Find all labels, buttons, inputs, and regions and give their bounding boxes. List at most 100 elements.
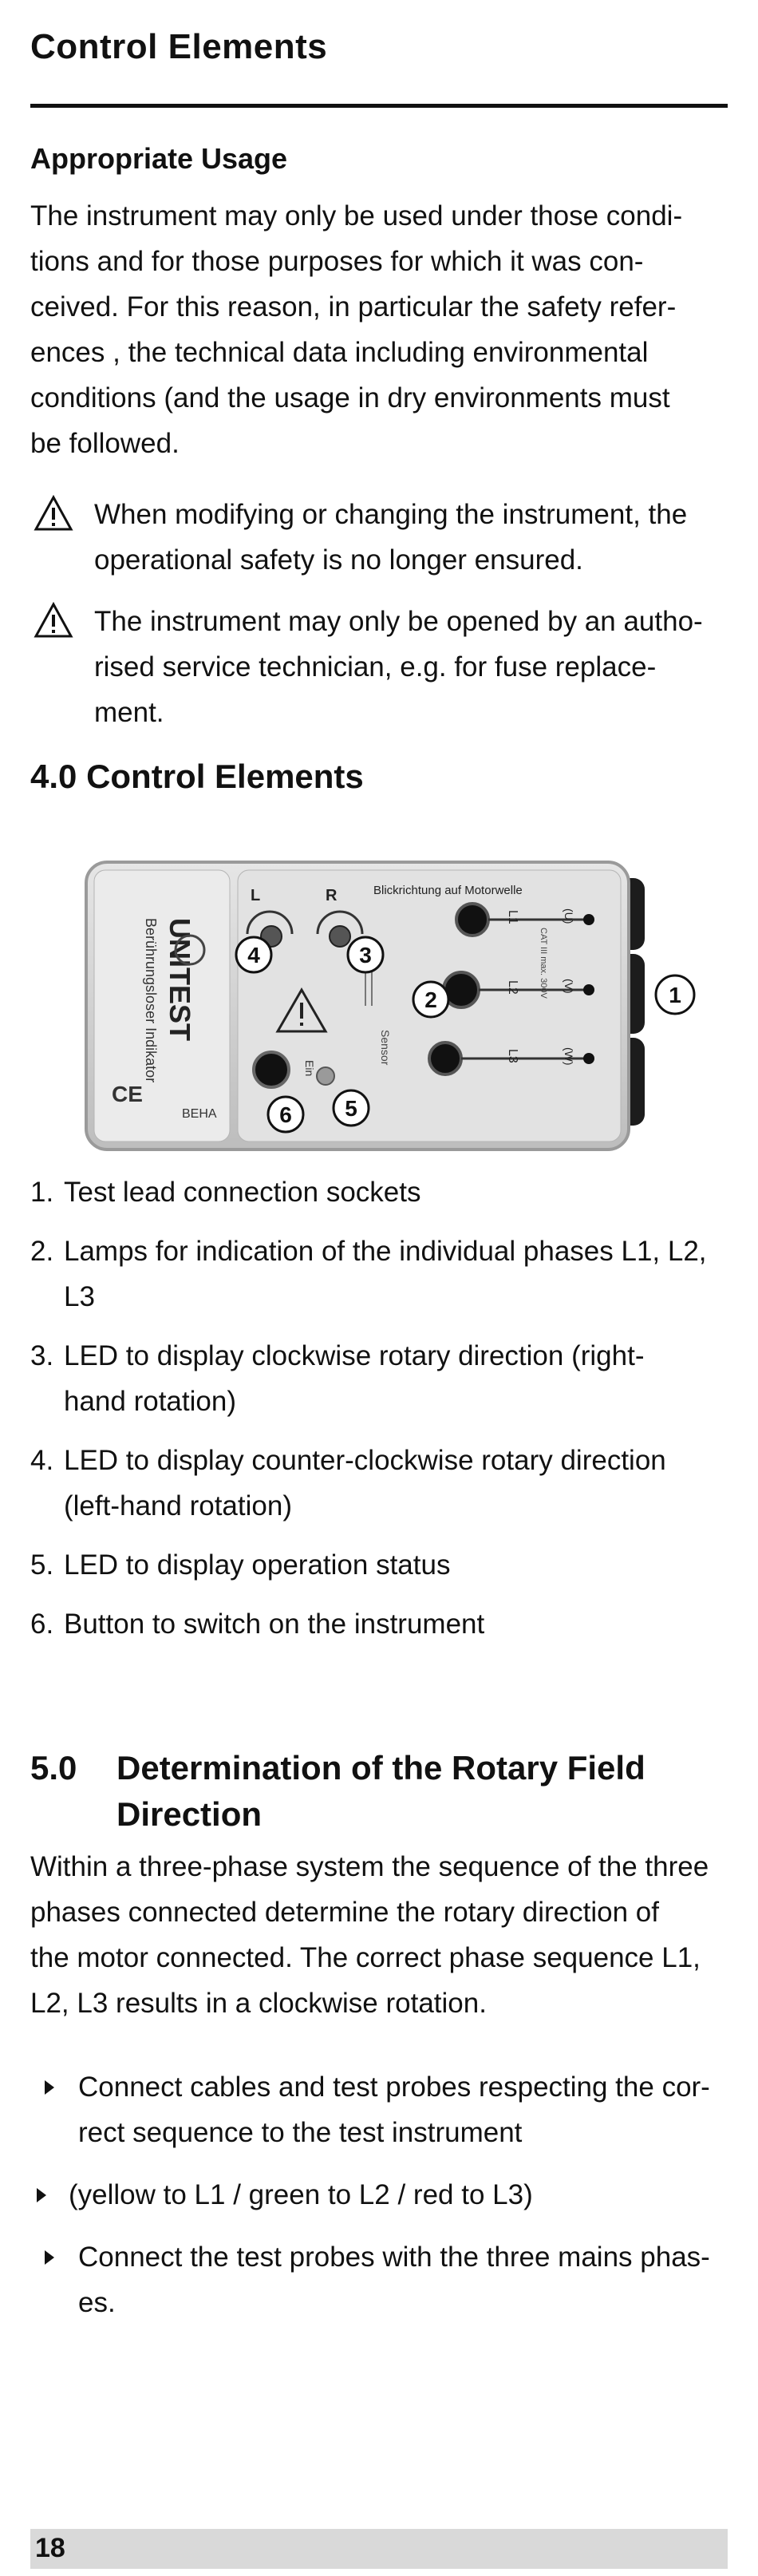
usage-line: be followed. [30,428,180,459]
bullet-item: Connect cables and test probes respectin… [30,2064,728,2155]
terminal-label-v: (V) [563,979,575,994]
direction-label: Blickrichtung auf Motorwelle [373,884,523,897]
sensor-label: Sensor [379,1030,392,1066]
section-5-heading-line1: Determination of the Rotary Field [116,1749,645,1787]
item-text: LED to display clockwise rotary directio… [64,1340,645,1371]
paragraph-line: Within a three-phase system the sequence… [30,1851,709,1882]
bullet-item: (yellow to L1 / green to L2 / red to L3) [30,2172,728,2218]
svg-text:3: 3 [359,943,372,967]
item-text: Button to switch on the instrument [64,1609,485,1640]
bullet-text: Connect the test probes with the three m… [78,2242,710,2273]
phase-label-l1: L1 [506,910,519,924]
rating-label: CAT III max. 300V [539,928,548,999]
phase-lamp-l3 [428,1041,463,1076]
paragraph-line: the motor connected. The correct phase s… [30,1942,701,1973]
bullet-arrow-icon [45,2080,54,2095]
item-number: 6. [30,1609,54,1640]
usage-line: conditions (and the usage in dry environ… [30,382,670,414]
bullet-item: Connect the test probes with the three m… [30,2234,728,2325]
warning-line: When modifying or changing the instrumen… [94,499,688,530]
item-number: 4. [30,1445,54,1476]
svg-text:4: 4 [247,943,260,967]
list-item: 1. Test lead connection sockets [30,1169,728,1215]
logo-icon [174,934,206,966]
led-cw [329,925,351,948]
terminal-label-w: (W) [563,1047,575,1066]
header-rule [30,104,728,108]
section-5-title: 5.0 Determination of the Rotary Field Dir… [30,1745,645,1838]
phase-lamp-l1 [455,902,490,937]
bullet-arrow-icon [37,2188,46,2202]
page-footer: 18 [30,2529,728,2569]
lamp-r-label: R [326,887,338,904]
bullet-text: rect sequence to the test instrument [78,2117,523,2148]
section-4-heading: Control Elements [86,758,364,795]
ce-mark: CE [112,1082,143,1106]
usage-line: tions and for those purposes for which i… [30,246,644,277]
callout-1: 1 [654,974,696,1015]
section-4-title: 4.0 Control Elements [30,754,364,800]
maker-label: BEHA [182,1107,217,1121]
item-number: 5. [30,1549,54,1581]
paragraph-line: phases connected determine the rotary di… [30,1897,659,1928]
callout-3: 3 [346,936,385,974]
item-text: LED to display operation status [64,1549,451,1581]
bullet-text: (yellow to L1 / green to L2 / red to L3) [69,2179,533,2210]
svg-text:5: 5 [345,1096,357,1121]
callout-4: 4 [235,936,273,974]
usage-line: ceived. For this reason, in particular t… [30,291,677,322]
item-text: Lamps for indication of the individual p… [64,1236,707,1267]
bullet-text: Connect cables and test probes respectin… [78,2071,710,2103]
model-label: Berührungsloser Indikator [143,918,159,1082]
section-5-heading-line2: Direction [116,1795,263,1833]
ccw-arrow-icon [246,910,294,935]
item-number: 1. [30,1177,54,1208]
usage-line: The instrument may only be used under th… [30,200,683,231]
section-5-number: 5.0 [30,1749,77,1787]
appropriate-usage-heading: Appropriate Usage [30,142,288,175]
warning-line: operational safety is no longer ensured. [94,544,583,576]
item-number: 3. [30,1340,54,1371]
list-item: 5. LED to display operation status [30,1542,728,1588]
item-text: hand rotation) [64,1386,236,1417]
terminal-label-u: (U) [563,908,575,924]
item-text: LED to display counter-clockwise rotary … [64,1445,666,1476]
list-item: 6. Button to switch on the instrument [30,1601,728,1647]
item-text: (left-hand rotation) [64,1490,292,1521]
item-text: L3 [64,1281,95,1312]
warning-line: ment. [94,697,164,728]
usage-paragraph: The instrument may only be used under th… [30,193,728,466]
control-elements-list: 1. Test lead connection sockets 2. Lamps f… [30,1169,728,1660]
warning-line: The instrument may only be opened by an … [94,606,703,637]
rotary-field-paragraph: Within a three-phase system the sequence… [30,1844,728,2026]
callout-6: 6 [266,1095,305,1134]
instrument-photo: UNITEST Berührungsloser Indikator CE BEH… [85,861,696,1151]
list-item: 3. LED to display clockwise rotary direct… [30,1333,728,1424]
paragraph-line: L2, L3 results in a clockwise rotation. [30,1988,487,2019]
power-button[interactable] [252,1051,290,1089]
page-header-title: Control Elements [30,27,328,66]
cw-arrow-icon [316,910,364,935]
svg-text:6: 6 [279,1102,292,1127]
lamp-l-label: L [251,887,260,904]
item-number: 2. [30,1236,54,1267]
status-led [316,1066,335,1086]
warning-opening: The instrument may only be opened by an … [30,599,728,735]
item-text: Test lead connection sockets [64,1177,421,1208]
svg-text:2: 2 [424,987,437,1012]
list-item: 2. Lamps for indication of the individual… [30,1229,728,1320]
phase-label-l2: L2 [506,980,519,995]
callout-2: 2 [412,980,450,1019]
page-number: 18 [35,2533,65,2563]
section-4-number: 4.0 [30,758,77,795]
warning-modification: When modifying or changing the instrumen… [30,492,728,583]
warning-triangle-icon [34,602,73,638]
warning-line: rised service technician, e.g. for fuse … [94,651,657,683]
list-item: 4. LED to display counter-clockwise rotar… [30,1438,728,1529]
power-button-label: Ein [303,1060,316,1076]
instruction-bullets: Connect cables and test probes respectin… [30,2064,728,2342]
usage-line: ences , the technical data including env… [30,337,649,368]
callout-5: 5 [332,1089,370,1127]
bullet-text: es. [78,2287,116,2318]
warning-triangle-icon [34,495,73,531]
